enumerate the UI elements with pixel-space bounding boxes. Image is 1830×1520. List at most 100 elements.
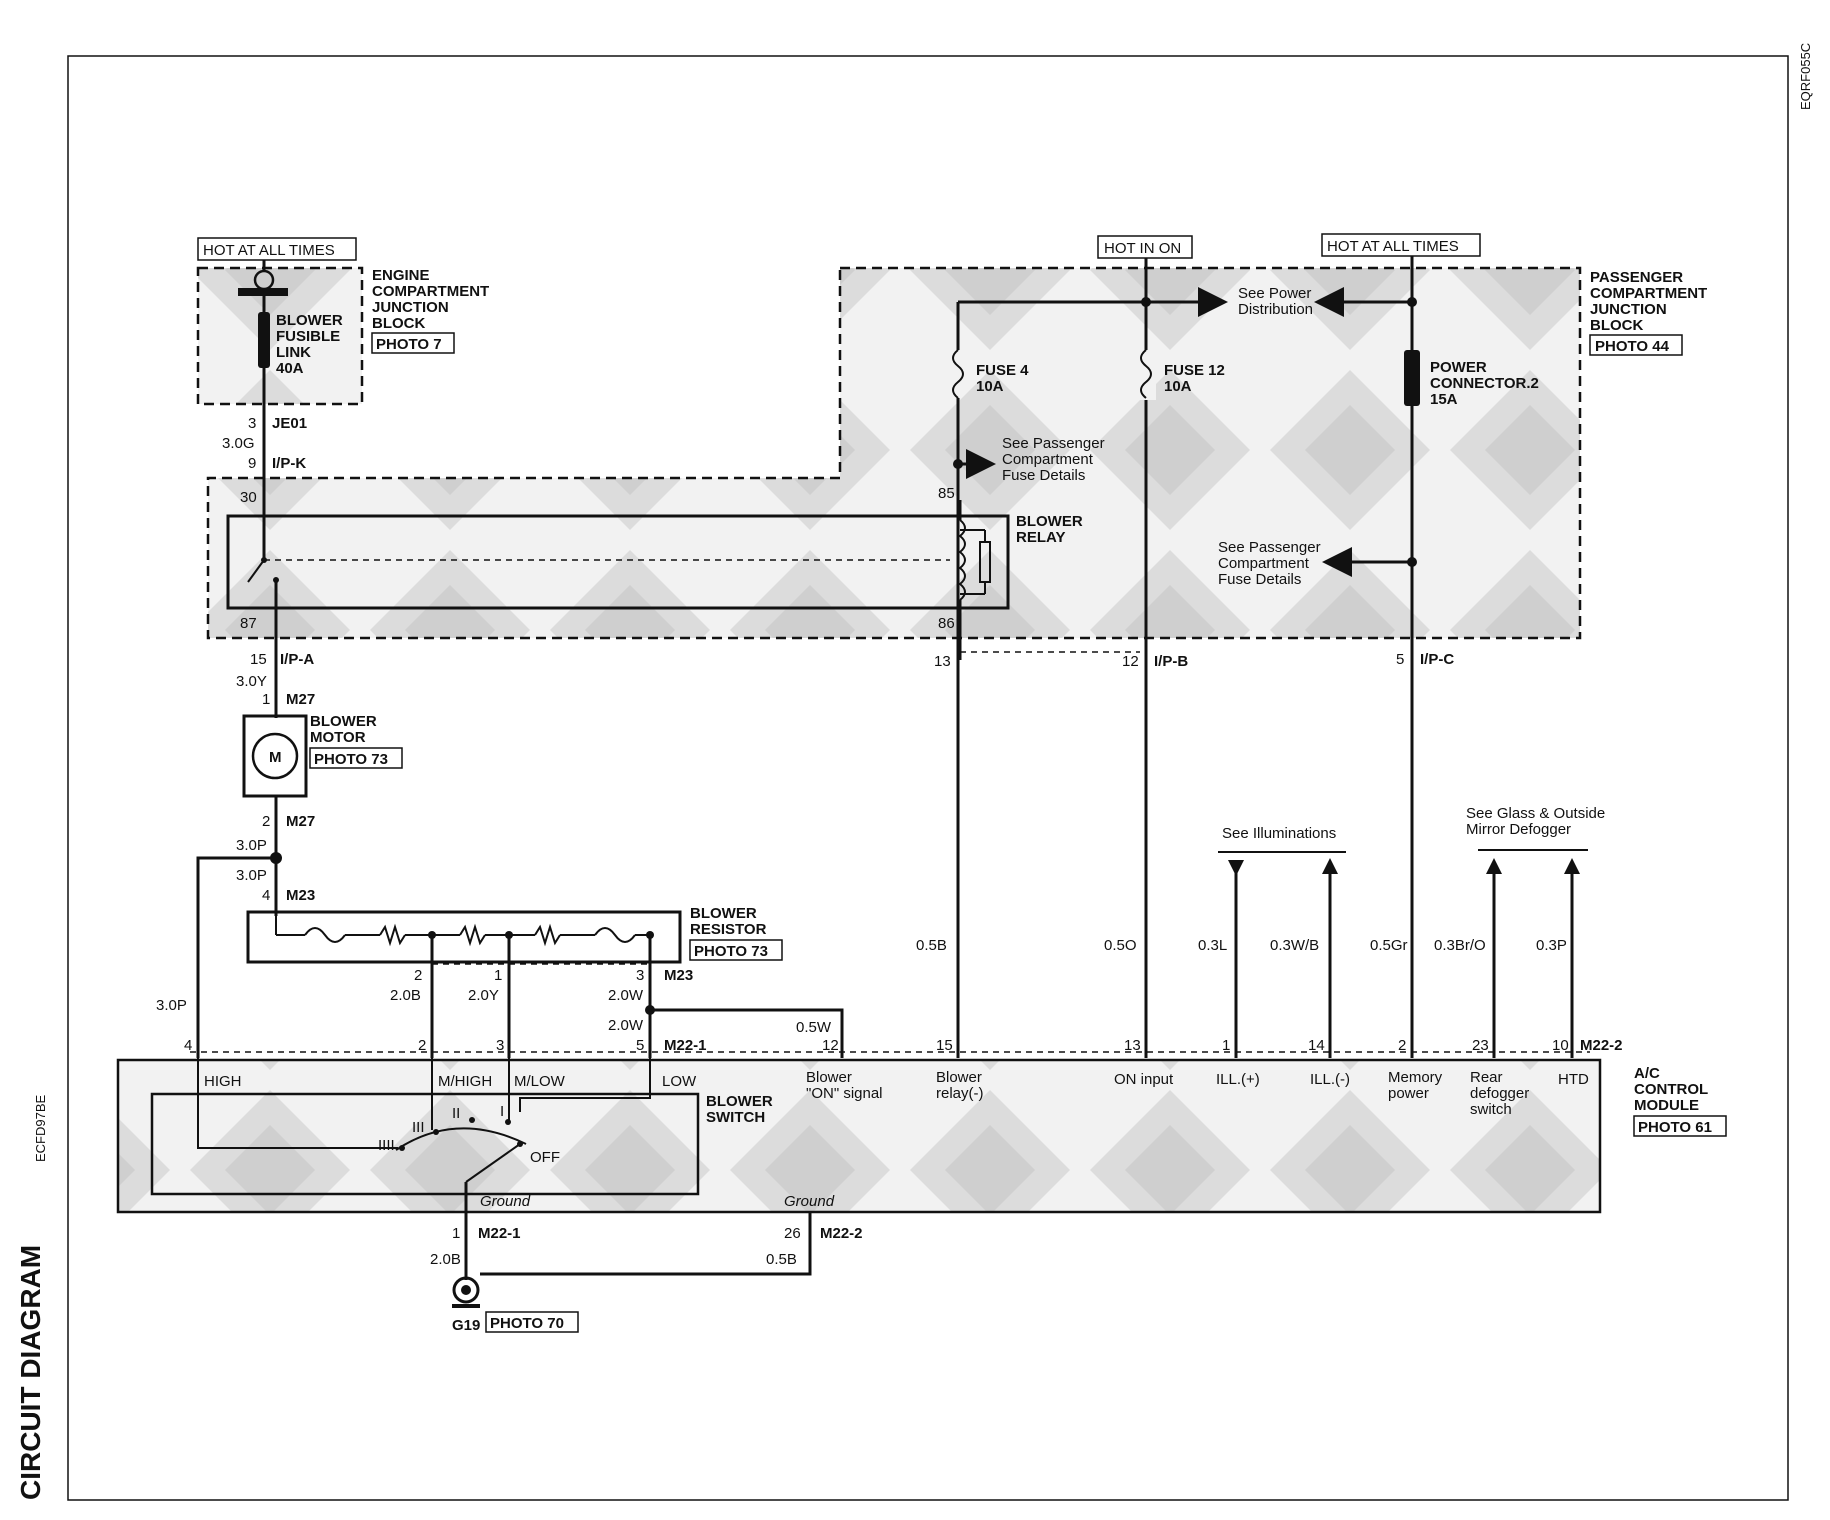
fuse12: [1136, 349, 1156, 400]
res-pin1: 1: [494, 967, 502, 984]
wire-03bro-label: 0.3Br/O: [1434, 937, 1486, 954]
see-fuse1-l3: Fuse Details: [1002, 467, 1085, 484]
engine-jb-l1: ENGINE: [372, 267, 430, 284]
ac-pin-1: 1: [1222, 1037, 1230, 1054]
photo73-resistor-box: [689, 939, 783, 961]
resistor-elements: [275, 916, 654, 947]
res-pin2: 2: [414, 967, 422, 984]
hot-in-on: HOT IN ON: [1104, 240, 1181, 257]
see-fuse1-l2: Compartment: [1002, 451, 1094, 468]
engine-jb-l4: BLOCK: [372, 315, 425, 332]
res-pin3: 3: [636, 967, 644, 984]
wire-05b-label: 0.5B: [916, 937, 947, 954]
relay-coil: [958, 500, 991, 660]
ground-g19-symbol: [452, 1276, 480, 1304]
ac-pin-5: 5: [636, 1037, 644, 1054]
relay-pin-87: 87: [240, 615, 257, 632]
ground-label-2: Ground: [784, 1193, 835, 1210]
ac-pin-12: 12: [822, 1037, 839, 1054]
lbl-ill-minus: ILL.(-): [1310, 1071, 1350, 1088]
ac-module-pins: 4 2 3 5 M22-1 12 15 13 1 14 2 23 10 M22-…: [184, 1037, 1623, 1054]
switch-pos-iii: III: [412, 1119, 425, 1136]
pc-l1: POWER: [1430, 359, 1487, 376]
ac-module-area: [118, 1060, 1600, 1212]
wire-05o-label: 0.5O: [1104, 937, 1137, 954]
see-glass-l1: See Glass & Outside: [1466, 805, 1605, 822]
engine-jb-l2: COMPARTMENT: [372, 283, 489, 300]
diagram-frame: [67, 55, 1789, 1501]
see-fuse2-l1: See Passenger: [1218, 539, 1321, 556]
photo70: PHOTO 70: [490, 1315, 564, 1332]
photo73-motor: PHOTO 73: [314, 751, 388, 768]
photo44-box: [1589, 334, 1683, 356]
wire-03l-label: 0.3L: [1198, 937, 1227, 954]
lbl-on-input: ON input: [1114, 1071, 1174, 1088]
resistor-title-l2: RESISTOR: [690, 921, 767, 938]
switch-title-l1: BLOWER: [706, 1093, 773, 1110]
photo61-box: [1633, 1115, 1727, 1137]
pjb-title-l1: PASSENGER: [1590, 269, 1683, 286]
lbl-rear-defog-2: defogger: [1470, 1085, 1529, 1102]
see-power-l1: See Power: [1238, 285, 1311, 302]
ac-pin-4: 4: [184, 1037, 192, 1054]
see-power-l2: Distribution: [1238, 301, 1313, 318]
left-code: ECFD97BE: [33, 1094, 48, 1162]
ipk-label: I/P-K: [272, 455, 306, 472]
ac-pin-2: 2: [418, 1037, 426, 1054]
pc-junction-top: [1407, 297, 1417, 307]
fuse4-rating: 10A: [976, 378, 1004, 395]
see-fuse1-l1: See Passenger: [1002, 435, 1105, 452]
ac-module-labels: HIGH M/HIGH M/LOW LOW Blower "ON" signal…: [204, 1069, 1589, 1118]
passenger-jb-area: [208, 268, 1580, 638]
gnd-conn2: M22-2: [820, 1225, 863, 1242]
relay-pin-86: 86: [938, 615, 955, 632]
lbl-memory-2: power: [1388, 1085, 1429, 1102]
wire-30p-high: [196, 856, 276, 1058]
junction-dot: [1141, 297, 1151, 307]
see-illuminations: See Illuminations: [1222, 825, 1336, 842]
hot-at-all-times-2: HOT AT ALL TIMES: [1327, 238, 1459, 255]
lbl-blower-relay-2: relay(-): [936, 1085, 984, 1102]
res-conn: M23: [664, 967, 693, 984]
lbl-rear-defog-1: Rear: [1470, 1069, 1503, 1086]
lbl-memory-1: Memory: [1388, 1069, 1443, 1086]
see-fuse2-l3: Fuse Details: [1218, 571, 1301, 588]
passenger-jb-outline: [206, 266, 1582, 640]
ac-pin-3: 3: [496, 1037, 504, 1054]
engine-jb-l3: JUNCTION: [372, 299, 449, 316]
see-glass-l2: Mirror Defogger: [1466, 821, 1571, 838]
ac-conn-1: M22-1: [664, 1037, 707, 1054]
blower-resistor-box: [246, 910, 682, 964]
switch-pos-iiii: IIII: [378, 1137, 395, 1154]
hot-at-all-times-1: HOT AT ALL TIMES: [203, 242, 335, 259]
photo70-box: [485, 1311, 579, 1333]
wire-05gr-label: 0.5Gr: [1370, 937, 1408, 954]
ac-pin-23: 23: [1472, 1037, 1489, 1054]
fusible-link-l2: FUSIBLE: [276, 328, 340, 345]
pjb-title-l3: JUNCTION: [1590, 301, 1667, 318]
fusible-link-l4: 40A: [276, 360, 304, 377]
wire-30p-a: 3.0P: [236, 837, 267, 854]
lbl-blower-relay-1: Blower: [936, 1069, 982, 1086]
ground-g19-dot: [461, 1285, 471, 1295]
m27-pin2: 2: [262, 813, 270, 830]
lbl-blower-on-2: "ON" signal: [806, 1085, 883, 1102]
pjb-title-l4: BLOCK: [1590, 317, 1643, 334]
ac-title-l1: A/C: [1634, 1065, 1660, 1082]
lbl-mlow: M/LOW: [514, 1073, 566, 1090]
ipk-pin: 9: [248, 455, 256, 472]
m23-label-a: M23: [286, 887, 315, 904]
photo44: PHOTO 44: [1595, 338, 1670, 355]
wire-30p-b: 3.0P: [236, 867, 267, 884]
ground-label-1: Ground: [480, 1193, 531, 1210]
lbl-mhigh: M/HIGH: [438, 1073, 492, 1090]
gnd-wire-05b: 0.5B: [766, 1251, 797, 1268]
m23-pin4: 4: [262, 887, 270, 904]
motor-m: M: [269, 749, 282, 766]
relay-switch: [247, 520, 950, 660]
gnd-pin26: 26: [784, 1225, 801, 1242]
res-wire-20b: 2.0B: [390, 987, 421, 1004]
right-code: EQRF055C: [1798, 43, 1813, 110]
photo73-resistor: PHOTO 73: [694, 943, 768, 960]
